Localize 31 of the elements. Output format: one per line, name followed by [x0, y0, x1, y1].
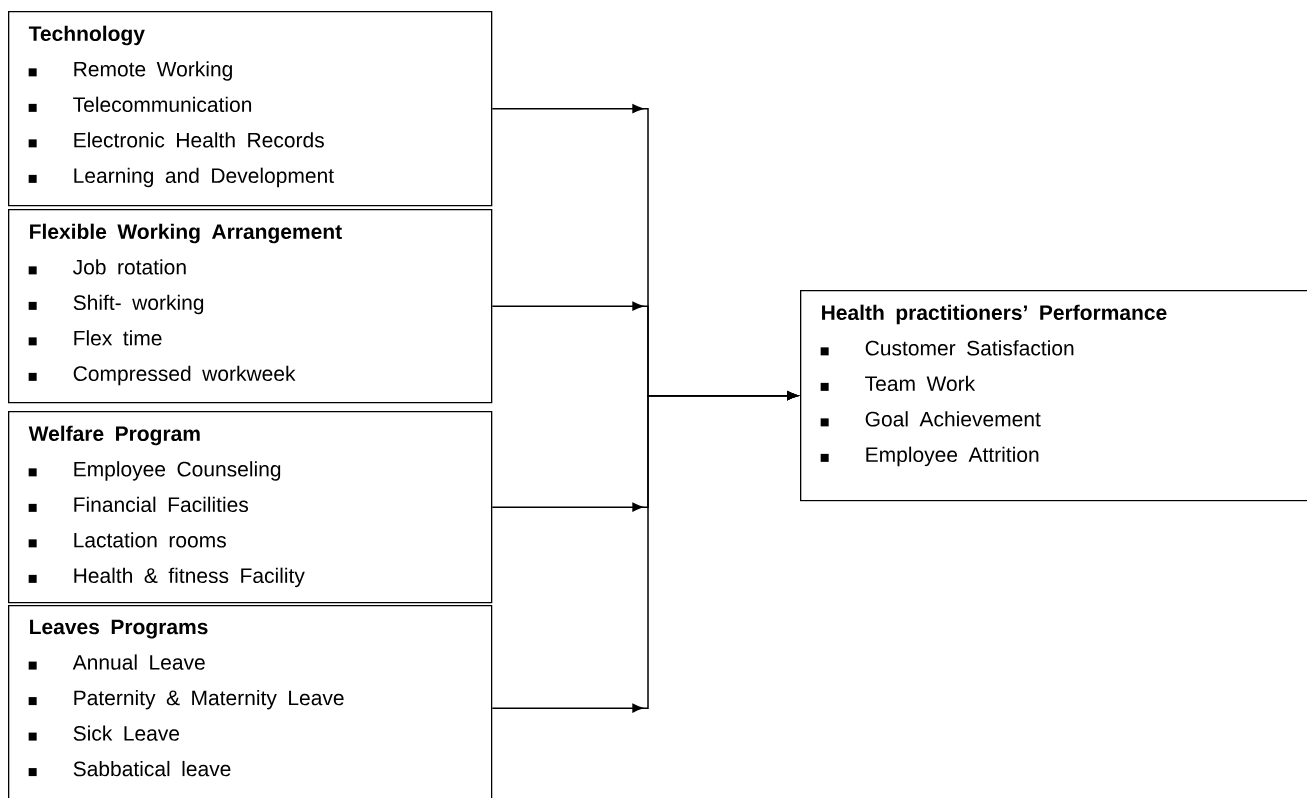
list-item: Employee Attrition	[820, 446, 1039, 467]
heading: Technology	[28, 25, 145, 46]
heading: Welfare Program	[28, 425, 200, 446]
list-box	[8, 209, 493, 404]
list-item: Goal Achievement	[820, 411, 1041, 427]
list-box	[8, 11, 493, 207]
list-item: Customer Satisfaction	[820, 340, 1074, 356]
list-item: Telecommunication	[28, 96, 252, 113]
list-item: Learning and Development	[28, 167, 334, 188]
arrow	[491, 391, 798, 713]
list-item: Team Work	[820, 375, 976, 392]
list-item: Annual Leave	[28, 654, 205, 670]
list-item: Sabbatical leave	[28, 760, 231, 777]
list-item: Job rotation	[28, 259, 186, 275]
heading: Flexible Working Arrangement	[30, 223, 342, 244]
list-item: Employee Counseling	[28, 461, 281, 481]
list-item: Shift- working	[28, 294, 204, 315]
list-item: Flex time	[28, 330, 162, 346]
list-item: Paternity & Maternity Leave	[28, 689, 344, 710]
list-item: Compressed workweek	[28, 365, 296, 386]
list-item: Financial Facilities	[28, 496, 249, 513]
list-box	[8, 605, 493, 798]
list-item: Health & fitness Facility	[28, 567, 305, 588]
list-item: Sick Leave	[28, 725, 180, 741]
heading: Leaves Programs	[30, 619, 208, 639]
list-item: Lactation rooms	[28, 532, 226, 548]
list-box	[800, 290, 1307, 502]
list-item: Remote Working	[28, 61, 232, 81]
heading: Health practitioners’ Performance	[822, 304, 1167, 325]
list-box	[8, 411, 493, 604]
list-item: Electronic Health Records	[28, 132, 324, 148]
